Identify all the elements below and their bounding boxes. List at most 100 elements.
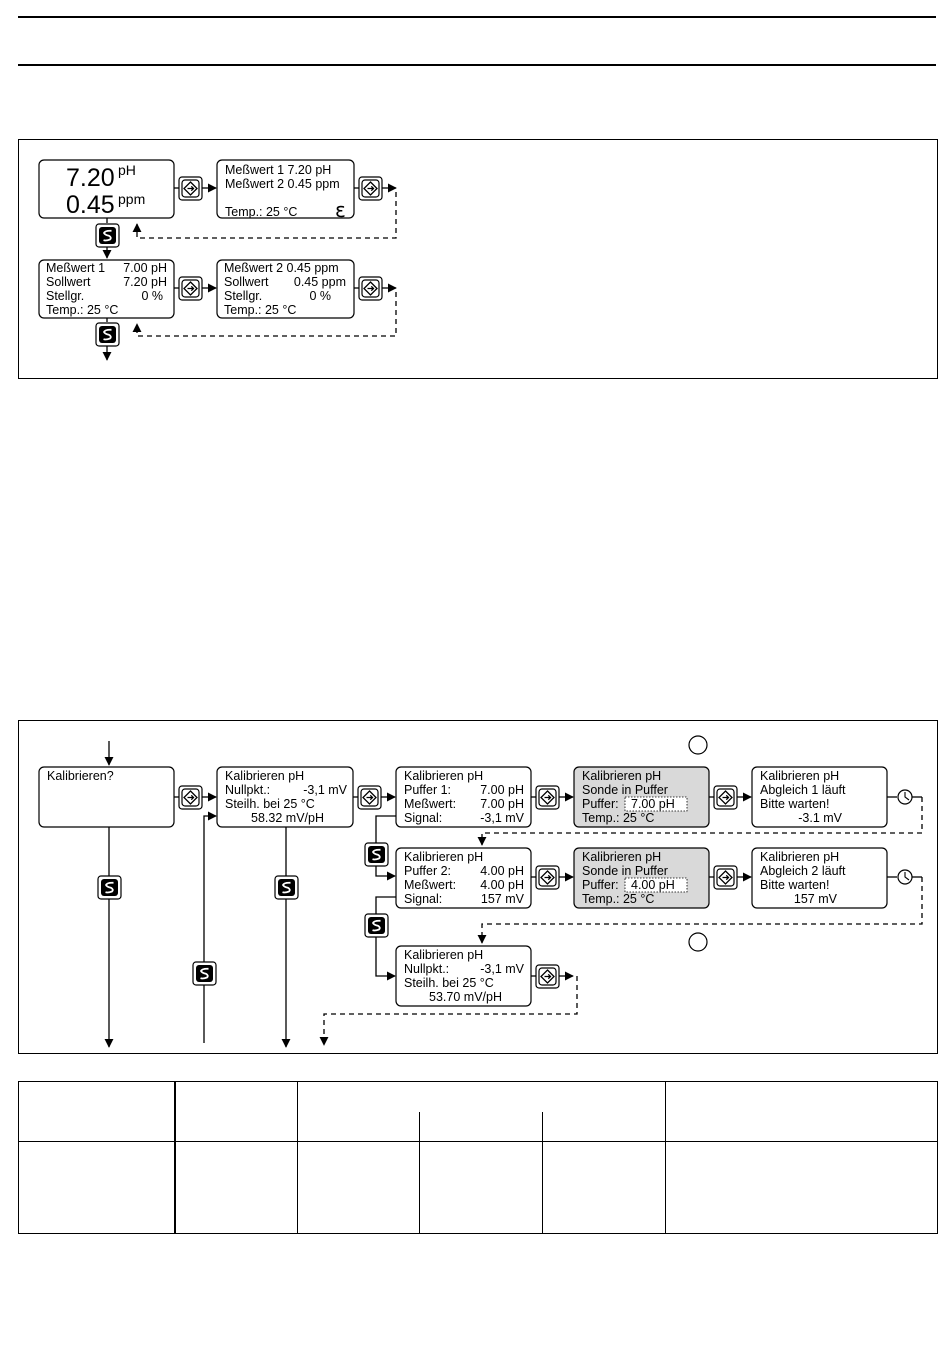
enter-key-icon: [535, 785, 560, 810]
result-slope-label: Steilh. bei 25 °C: [404, 976, 494, 990]
buffer1-probe-temp: Temp.: 25 °C: [582, 811, 654, 825]
specification-table: [18, 1081, 938, 1234]
result-slope-value: 53.70 mV/pH: [429, 990, 502, 1004]
enter-key-icon: [535, 964, 560, 989]
current-cal-title: Kalibrieren pH: [225, 769, 304, 783]
enter-key-icon: [178, 785, 203, 810]
buffer1-probe-line: Sonde in Puffer: [582, 783, 668, 797]
buffer2-label: Puffer 2:: [404, 864, 451, 878]
current-cal-slope-label: Steilh. bei 25 °C: [225, 797, 315, 811]
ch2-row-3-value: 0 %: [309, 289, 331, 303]
current-cal-slope-value: 58.32 mV/pH: [251, 811, 324, 825]
timer-icon: [897, 789, 913, 805]
buffer1-value-field[interactable]: [624, 796, 688, 812]
step-marker-circle: [688, 735, 708, 755]
header-rule-top: [18, 16, 936, 18]
overview-line-2: Meßwert 2 0.45 ppm: [225, 177, 340, 191]
enter-key-icon: [358, 176, 383, 201]
table-data-cell: [542, 1141, 667, 1234]
calibration-flow-diagram: Kalibrieren? Kalibrieren pH Nullpkt.: -3…: [18, 720, 938, 1054]
ch2-row-1: Meßwert 2 0.45 ppm: [224, 261, 339, 275]
result-title: Kalibrieren pH: [404, 948, 483, 962]
buffer2-measured-value: 4.00 pH: [480, 878, 524, 892]
enter-key-icon: [713, 865, 738, 890]
timer-icon: [897, 869, 913, 885]
buffer1-wait-line-3: Bitte warten!: [760, 797, 829, 811]
buffer1-wait-line-2: Abgleich 1 läuft: [760, 783, 846, 797]
current-cal-zero-label: Nullpkt.:: [225, 783, 270, 797]
buffer2-probe-title: Kalibrieren pH: [582, 850, 661, 864]
buffer1-label: Puffer 1:: [404, 783, 451, 797]
enter-key-icon: [178, 276, 203, 301]
buffer2-wait-line-2: Abgleich 2 läuft: [760, 864, 846, 878]
buffer2-value-field[interactable]: [624, 877, 688, 893]
buffer2-wait-line-3: Bitte warten!: [760, 878, 829, 892]
table-data-cell: [18, 1141, 177, 1234]
buffer1-signal-value: -3,1 mV: [480, 811, 524, 825]
buffer2-probe-value: 4.00 pH: [631, 878, 675, 892]
buffer2-info-title: Kalibrieren pH: [404, 850, 483, 864]
display-navigation-svg: 7.20 pH 0.45 ppm Meßwert 1 7.20 pH Meßwe…: [38, 159, 397, 361]
buffer2-wait-title: Kalibrieren pH: [760, 850, 839, 864]
table-subheader-cell: [418, 1111, 544, 1142]
s-key-icon: [192, 961, 217, 986]
table-header-cell: [18, 1081, 177, 1142]
buffer2-signal-label: Signal:: [404, 892, 442, 906]
s-key-icon: [97, 875, 122, 900]
table-data-cell: [665, 1141, 938, 1234]
ch2-row-2-value: 0.45 ppm: [294, 275, 346, 289]
s-key-icon: [364, 842, 389, 867]
s-key-icon: [95, 223, 120, 248]
ch2-temp: Temp.: 25 °C: [224, 303, 296, 317]
ch1-row-3-label: Stellgr.: [46, 289, 84, 303]
buffer2-probe-label: Puffer:: [582, 878, 619, 892]
display-navigation-diagram: 7.20 pH 0.45 ppm Meßwert 1 7.20 pH Meßwe…: [18, 139, 938, 379]
buffer1-measured-label: Meßwert:: [404, 797, 456, 811]
buffer1-measured-value: 7.00 pH: [480, 797, 524, 811]
main-display-value-1: 7.20: [66, 164, 115, 192]
buffer-2-wait-screen: [751, 847, 888, 909]
enter-key-icon: [713, 785, 738, 810]
s-key-icon: [274, 875, 299, 900]
buffer2-probe-line: Sonde in Puffer: [582, 864, 668, 878]
main-display-unit-1: pH: [118, 162, 136, 178]
ch1-row-2-value: 7.20 pH: [123, 275, 167, 289]
table-data-cell: [296, 1141, 420, 1234]
enter-key-icon: [535, 865, 560, 890]
table-header-cell: [665, 1081, 938, 1142]
channel-2-screen: [216, 259, 355, 319]
main-display-value-2: 0.45: [66, 191, 115, 219]
buffer1-probe-label: Puffer:: [582, 797, 619, 811]
buffer-2-info-screen: [395, 847, 532, 909]
table-header-group-cell: [296, 1081, 667, 1112]
table-subheader-cell: [542, 1111, 667, 1142]
main-display-unit-2: ppm: [118, 191, 145, 207]
result-zero-value: -3,1 mV: [480, 962, 524, 976]
current-cal-zero-value: -3,1 mV: [303, 783, 347, 797]
s-key-icon: [95, 322, 120, 347]
overview-temp: Temp.: 25 °C: [225, 205, 297, 219]
buffer1-probe-value: 7.00 pH: [631, 797, 675, 811]
buffer2-probe-temp: Temp.: 25 °C: [582, 892, 654, 906]
buffer2-value: 4.00 pH: [480, 864, 524, 878]
table-data-cell: [174, 1141, 298, 1234]
s-key-icon: [364, 913, 389, 938]
ch1-row-2-label: Sollwert: [46, 275, 91, 289]
overview-line-1: Meßwert 1 7.20 pH: [225, 163, 331, 177]
header-rule-bottom: [18, 64, 936, 66]
ch2-row-3-label: Stellgr.: [224, 289, 262, 303]
calibrate-prompt-text: Kalibrieren?: [47, 769, 114, 783]
table-data-cell: [418, 1141, 544, 1234]
buffer2-measured-label: Meßwert:: [404, 878, 456, 892]
buffer1-wait-title: Kalibrieren pH: [760, 769, 839, 783]
table-header-cell: [174, 1081, 298, 1142]
buffer1-signal-label: Signal:: [404, 811, 442, 825]
enter-key-icon: [358, 276, 383, 301]
buffer1-info-title: Kalibrieren pH: [404, 769, 483, 783]
buffer1-probe-title: Kalibrieren pH: [582, 769, 661, 783]
ch1-temp: Temp.: 25 °C: [46, 303, 118, 317]
buffer1-wait-value: -3.1 mV: [798, 811, 842, 825]
ch1-row-3-value: 0 %: [141, 289, 163, 303]
enter-key-icon: [357, 785, 382, 810]
calibration-flow-svg: Kalibrieren? Kalibrieren pH Nullpkt.: -3…: [38, 735, 923, 1048]
